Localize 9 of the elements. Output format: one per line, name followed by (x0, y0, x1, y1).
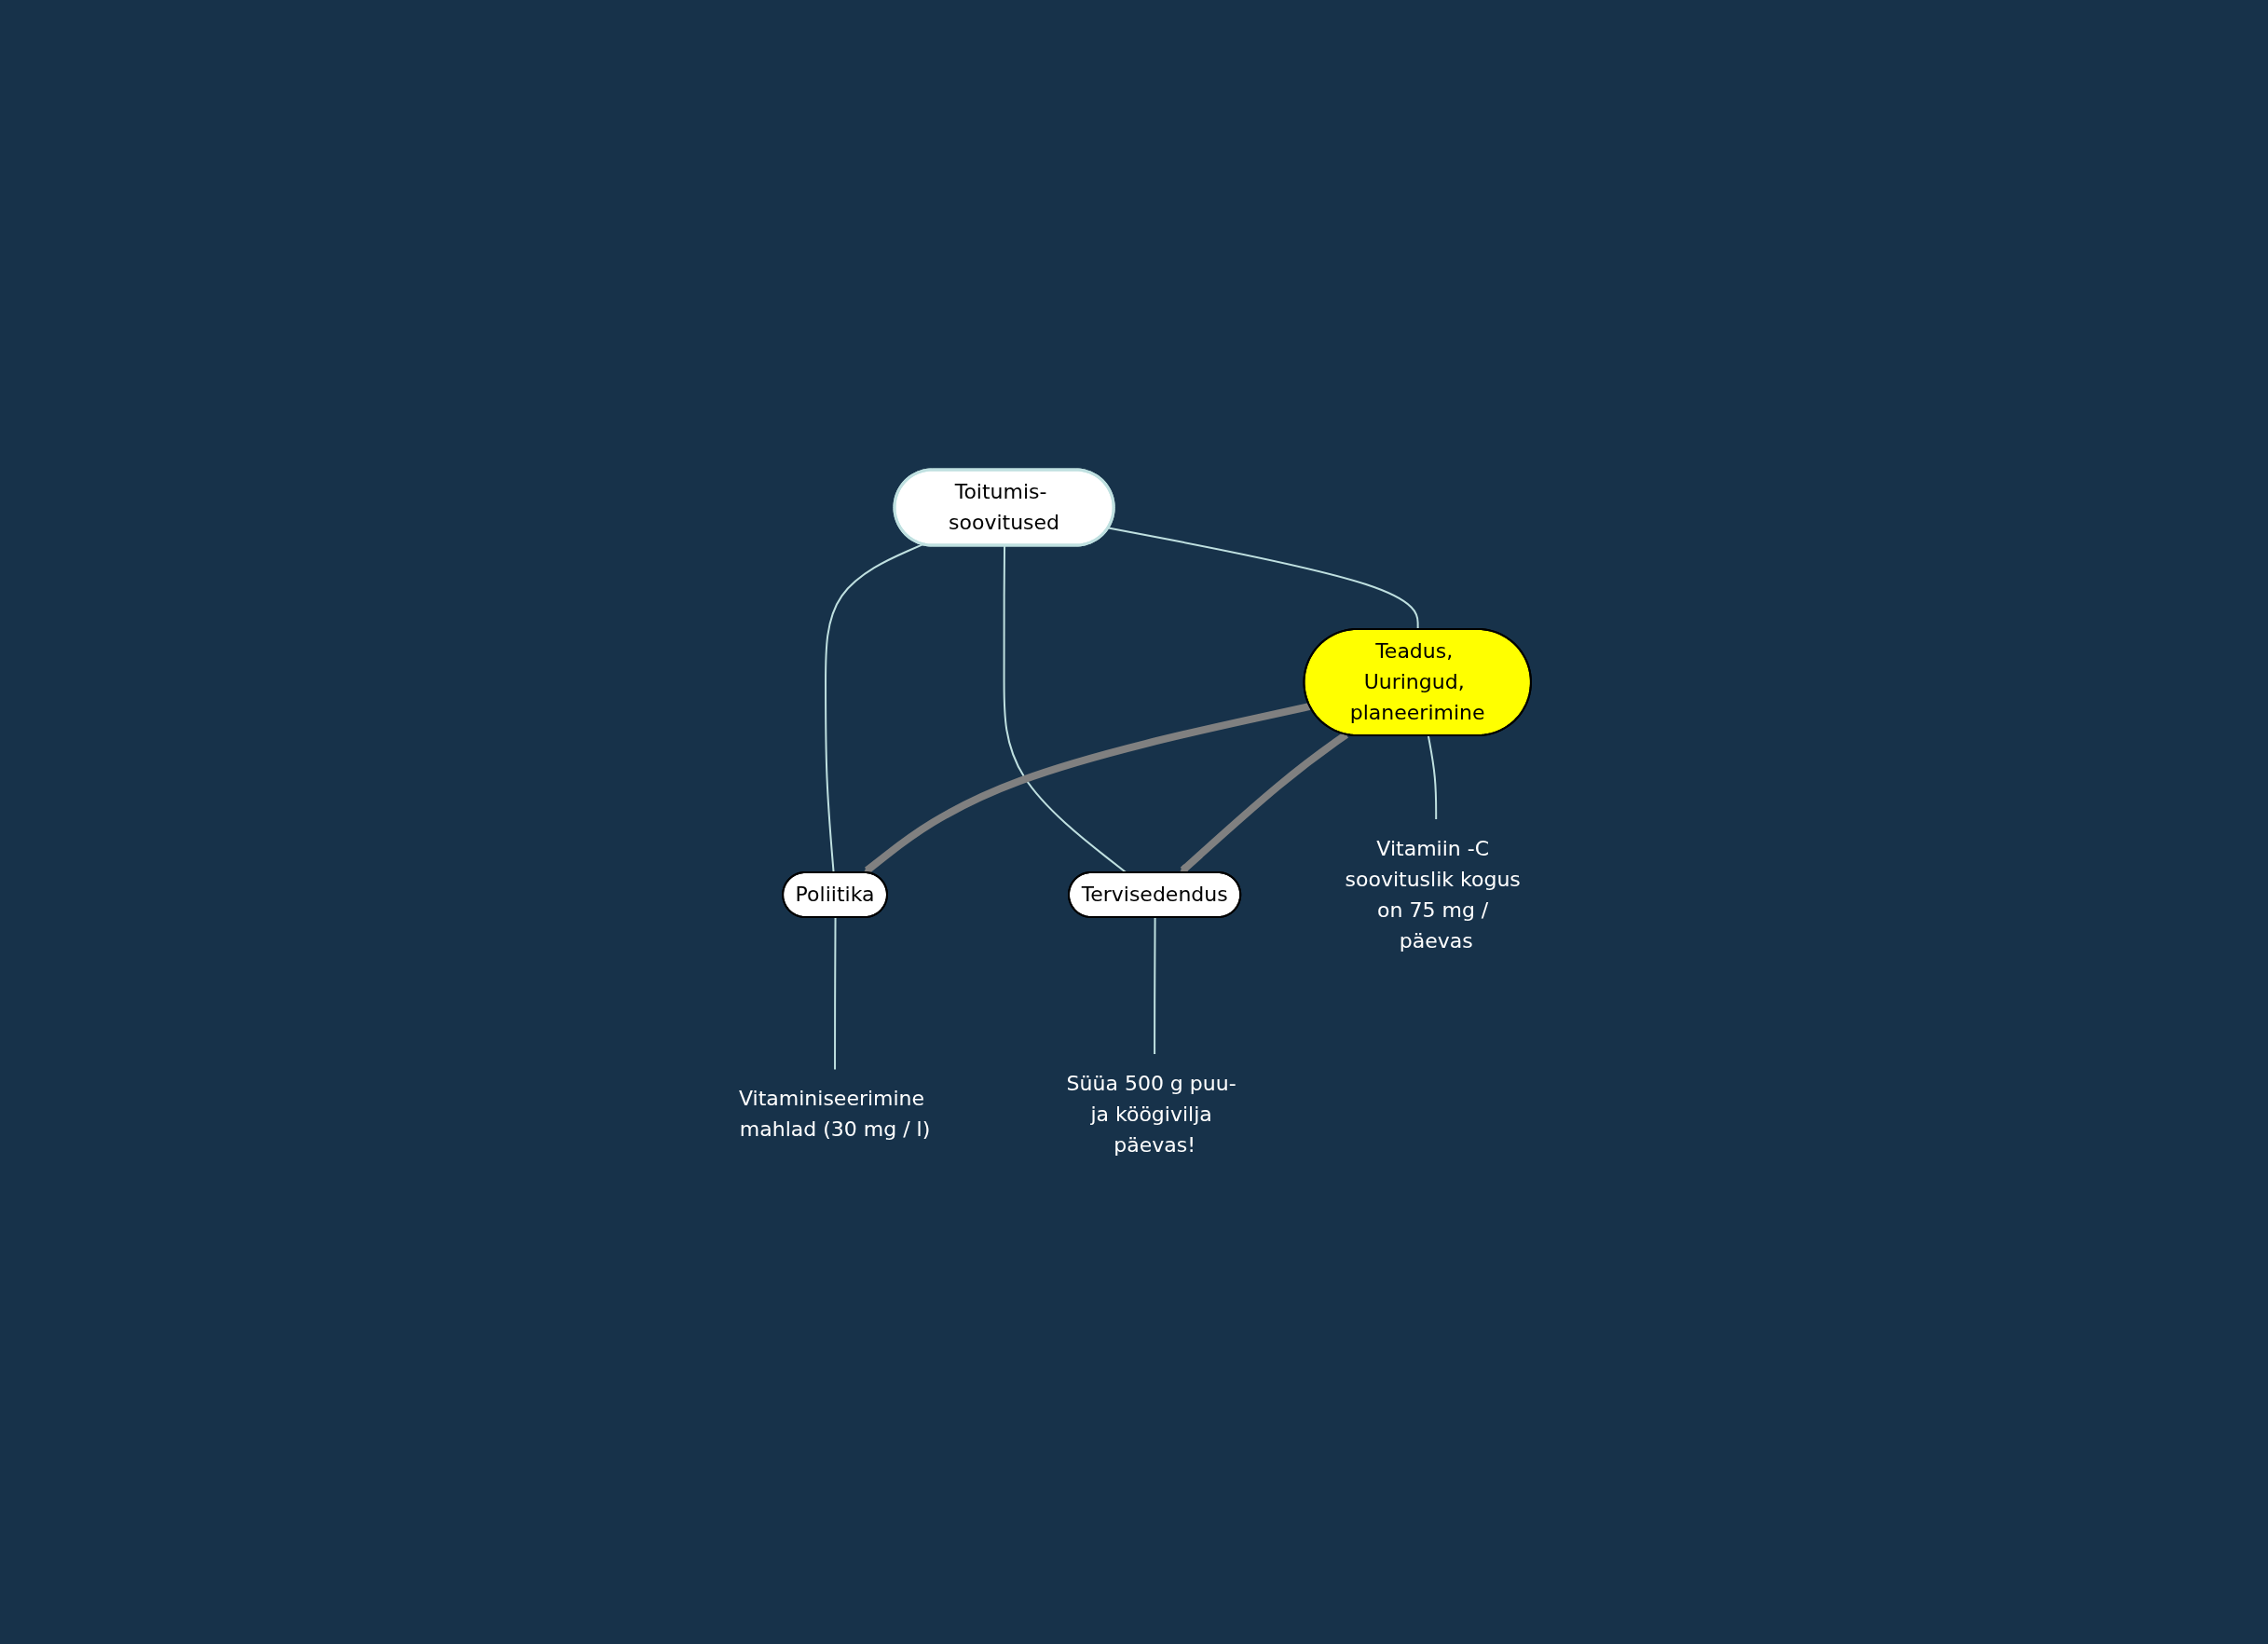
node-text: Süüa 500 g puu- ja köögivilja päevas! (1066, 1071, 1236, 1157)
connector (833, 916, 837, 1071)
connector (1154, 916, 1156, 1055)
node-text: Vitamiin -C soovituslik kogus on 75 mg / päevas (1345, 836, 1521, 952)
connector (1427, 734, 1438, 820)
arrow (863, 703, 1311, 874)
node-text: Vitaminiseerimine mahlad (30 mg / l) (738, 1087, 931, 1142)
connector (1107, 527, 1419, 631)
arrow (1179, 731, 1348, 873)
